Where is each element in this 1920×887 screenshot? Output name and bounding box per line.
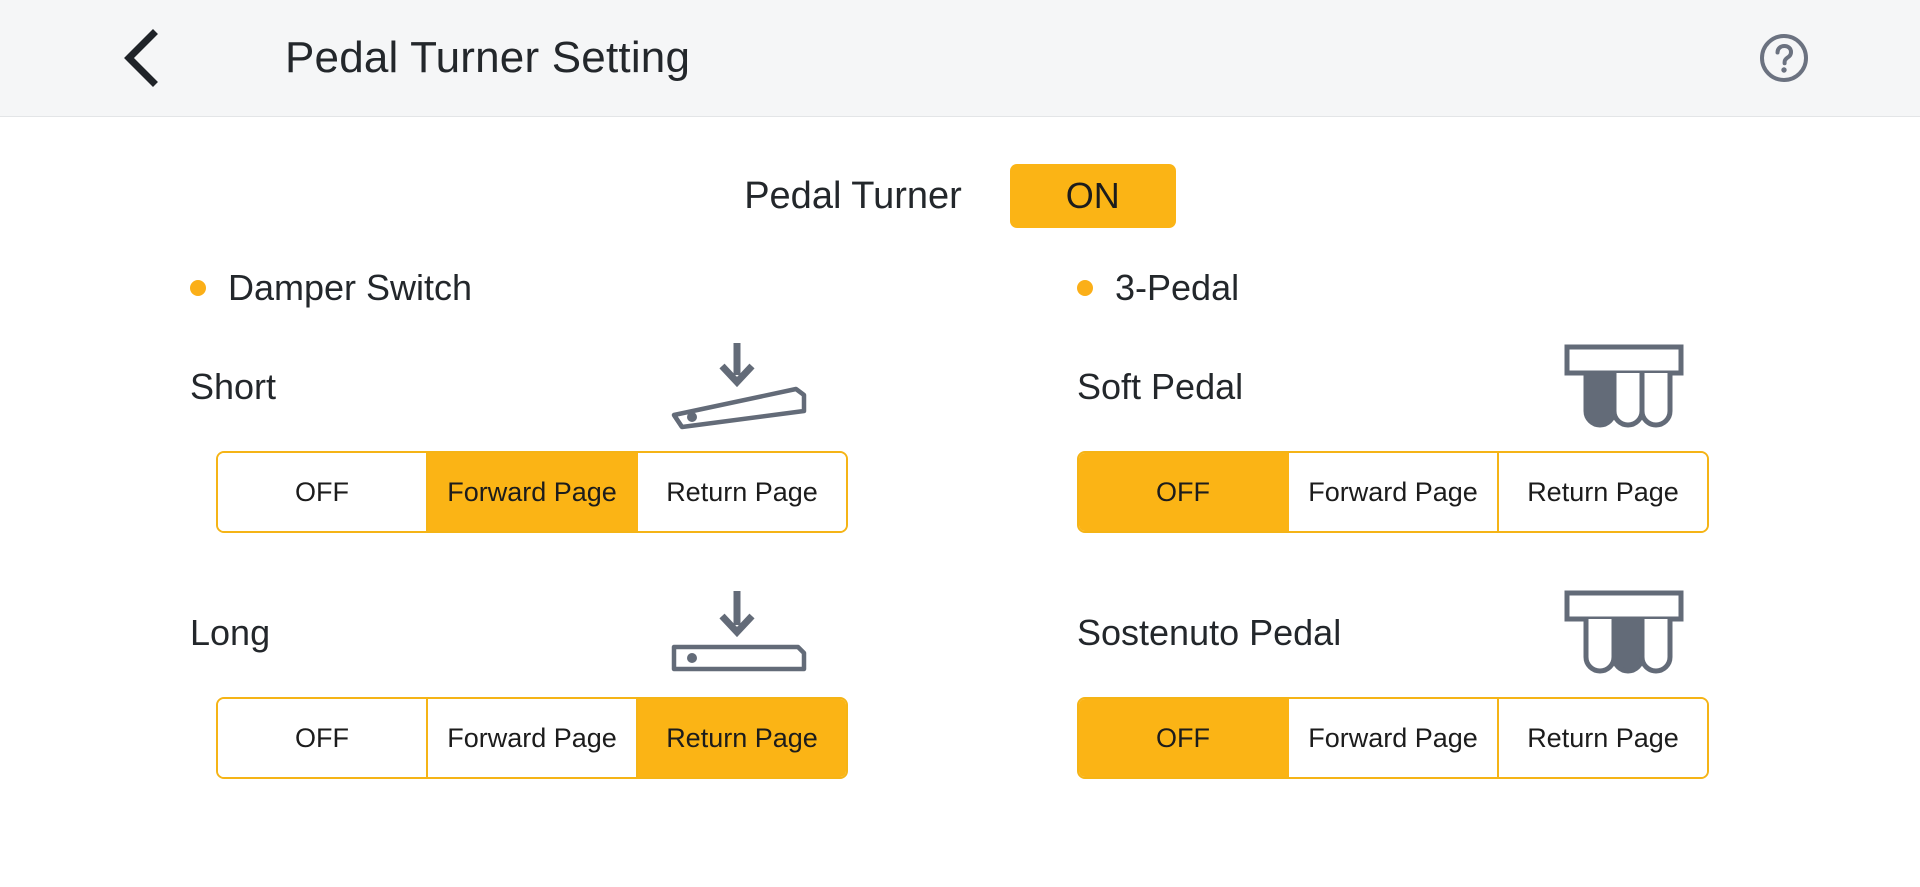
- segment-short-return-page[interactable]: Return Page: [638, 453, 846, 531]
- pedal-name-soft-pedal: Soft Pedal: [1077, 366, 1244, 407]
- section-title-damper-switch: Damper Switch: [228, 267, 473, 308]
- pedal-block-sostenuto-pedal: Sostenuto Pedal OFF Forward Page Return …: [1077, 585, 1920, 779]
- pedal-block-short: Short OFF Forward Page: [190, 339, 960, 533]
- settings-columns: Damper Switch Short: [0, 267, 1920, 779]
- settings-content: Pedal Turner ON Damper Switch Short: [0, 117, 1920, 887]
- segment-sostenuto-pedal-off[interactable]: OFF: [1079, 699, 1289, 777]
- segment-long-off[interactable]: OFF: [218, 699, 428, 777]
- segment-sostenuto-pedal-return-page[interactable]: Return Page: [1499, 699, 1707, 777]
- pedal-turner-master-row: Pedal Turner ON: [0, 164, 1920, 228]
- segment-long-forward-page[interactable]: Forward Page: [428, 699, 638, 777]
- section-3-pedal: 3-Pedal Soft Pedal OFF: [0, 267, 1920, 779]
- pedal-head-long: Long: [190, 585, 822, 681]
- help-button[interactable]: [1758, 32, 1810, 84]
- section-header-damper-switch: Damper Switch: [190, 267, 960, 309]
- page-title: Pedal Turner Setting: [285, 33, 691, 82]
- section-damper-switch: Damper Switch Short: [0, 267, 960, 779]
- section-header-3-pedal: 3-Pedal: [1077, 267, 1920, 309]
- amber-bullet-icon: [1077, 280, 1093, 296]
- app-header: Pedal Turner Setting: [0, 0, 1920, 117]
- pedal-raised-arrow-down-icon: [652, 339, 822, 435]
- segment-soft-pedal-return-page[interactable]: Return Page: [1499, 453, 1707, 531]
- pedal-head-soft-pedal: Soft Pedal: [1077, 339, 1709, 435]
- pedal-name-long: Long: [190, 612, 271, 653]
- three-pedal-left-highlighted-icon: [1539, 339, 1709, 435]
- segmented-control-short[interactable]: OFF Forward Page Return Page: [216, 451, 848, 533]
- section-title-3-pedal: 3-Pedal: [1115, 267, 1240, 308]
- segmented-control-soft-pedal[interactable]: OFF Forward Page Return Page: [1077, 451, 1709, 533]
- pedal-turner-toggle[interactable]: ON: [1009, 164, 1176, 228]
- segment-sostenuto-pedal-forward-page[interactable]: Forward Page: [1289, 699, 1499, 777]
- segmented-control-sostenuto-pedal[interactable]: OFF Forward Page Return Page: [1077, 697, 1709, 779]
- segment-soft-pedal-forward-page[interactable]: Forward Page: [1289, 453, 1499, 531]
- pedal-name-sostenuto-pedal: Sostenuto Pedal: [1077, 612, 1342, 653]
- amber-bullet-icon: [190, 280, 206, 296]
- pedal-name-short: Short: [190, 366, 277, 407]
- pedal-flat-arrow-down-icon: [652, 585, 822, 681]
- pedal-head-short: Short: [190, 339, 822, 435]
- segment-short-off[interactable]: OFF: [218, 453, 428, 531]
- chevron-left-icon: [121, 29, 161, 87]
- segment-short-forward-page[interactable]: Forward Page: [428, 453, 638, 531]
- pedal-turner-label: Pedal Turner: [744, 174, 962, 217]
- segment-soft-pedal-off[interactable]: OFF: [1079, 453, 1289, 531]
- three-pedal-middle-highlighted-icon: [1539, 585, 1709, 681]
- pedal-block-soft-pedal: Soft Pedal OFF Forward Page Return Page: [1077, 339, 1920, 533]
- pedal-head-sostenuto-pedal: Sostenuto Pedal: [1077, 585, 1709, 681]
- segment-long-return-page[interactable]: Return Page: [638, 699, 846, 777]
- question-circle-icon: [1758, 34, 1810, 88]
- back-button[interactable]: [110, 27, 172, 89]
- segmented-control-long[interactable]: OFF Forward Page Return Page: [216, 697, 848, 779]
- pedal-block-long: Long OFF Forward Page Return Page: [190, 585, 960, 779]
